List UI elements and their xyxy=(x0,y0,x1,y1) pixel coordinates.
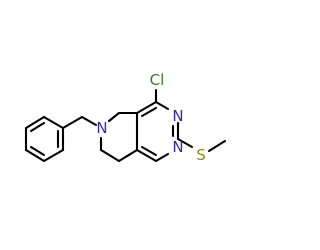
bond xyxy=(135,100,158,115)
bond xyxy=(24,148,46,163)
sulfur-atom-label: S xyxy=(196,146,206,164)
bond xyxy=(80,115,98,127)
double-bond-inner xyxy=(140,145,158,157)
bond xyxy=(207,139,227,153)
bond xyxy=(135,148,158,163)
bond xyxy=(154,152,170,163)
pyrimidine-ring xyxy=(135,100,180,163)
double-bond-inner xyxy=(29,145,46,157)
bond xyxy=(107,111,121,123)
bond xyxy=(176,137,194,149)
nitrogen-atom-label: N xyxy=(96,119,107,137)
tetrahydropyridine-ring xyxy=(99,111,139,163)
bond xyxy=(99,148,121,163)
double-bond-inner xyxy=(29,121,46,133)
nitrogen-atom-label: N xyxy=(172,107,183,125)
bond xyxy=(117,148,139,163)
phenyl-ring xyxy=(24,115,65,163)
bond xyxy=(61,115,84,130)
bond xyxy=(154,100,170,111)
bond xyxy=(42,148,65,163)
bond xyxy=(24,115,46,130)
nitrogen-atom-label: N xyxy=(172,138,183,156)
molecule-structure-diagram: Cl N N N S xyxy=(24,71,227,164)
bond xyxy=(42,115,65,130)
chlorine-atom-label: Cl xyxy=(150,71,165,89)
double-bond-inner xyxy=(140,106,158,118)
